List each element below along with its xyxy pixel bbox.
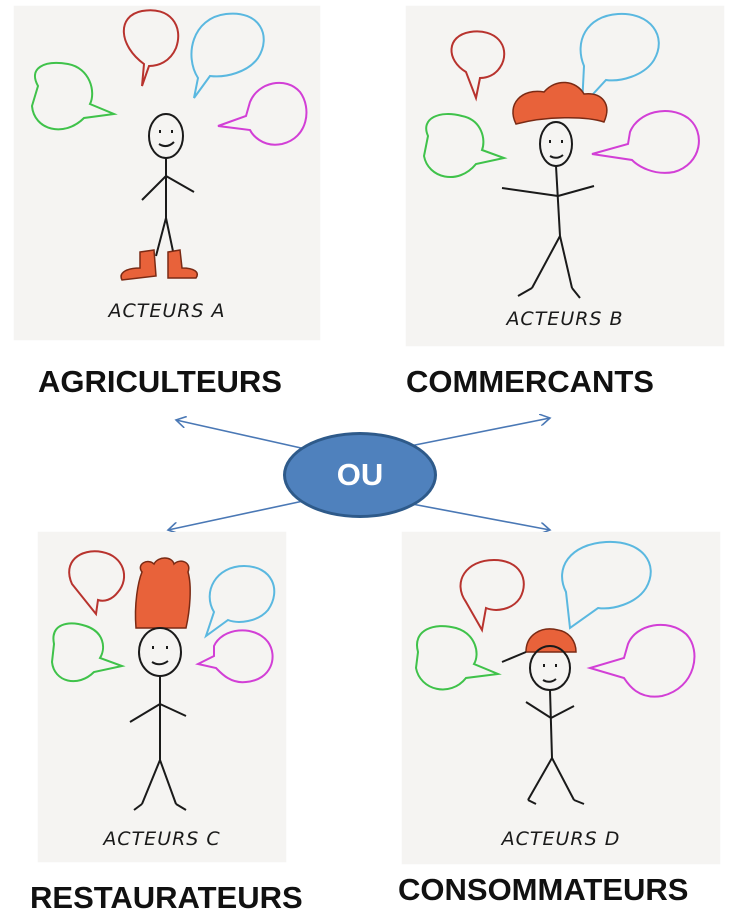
speech-bubble-magenta xyxy=(591,109,700,174)
speech-bubble-blue xyxy=(579,12,660,109)
speech-bubble-magenta xyxy=(217,82,308,146)
card-caption: ACTEURS C xyxy=(103,828,221,850)
speech-bubble-green xyxy=(50,622,126,682)
speech-bubble-green xyxy=(414,625,502,691)
actor-card-c: ACTEURS C xyxy=(38,532,286,862)
cowboy-hat xyxy=(512,81,608,125)
face xyxy=(158,130,175,148)
card-caption: ACTEURS A xyxy=(108,300,226,322)
arrow-to-consommateurs xyxy=(411,503,550,530)
body xyxy=(141,158,195,257)
role-label-agriculteurs: AGRICULTEURS xyxy=(38,364,282,399)
card-caption: ACTEURS D xyxy=(501,828,621,850)
speech-bubble-red xyxy=(122,9,180,87)
merchant-drawing xyxy=(422,12,700,299)
cap xyxy=(525,628,577,653)
face xyxy=(549,140,564,159)
arrow-to-agriculteurs xyxy=(176,420,311,451)
speech-bubble-blue xyxy=(561,540,652,630)
speech-bubble-red xyxy=(68,550,126,617)
actor-card-b: ACTEURS B xyxy=(406,6,724,346)
actor-card-a: ACTEURS A xyxy=(14,6,320,340)
speech-bubble-red xyxy=(459,558,525,633)
role-label-consommateurs: CONSOMMATEURS xyxy=(398,872,689,907)
hub-ou: OU xyxy=(283,432,437,518)
role-label-commercants: COMMERCANTS xyxy=(406,364,654,399)
cap-brim xyxy=(501,651,527,663)
face xyxy=(542,664,557,683)
body xyxy=(129,676,187,811)
consumer-drawing xyxy=(414,540,696,805)
speech-bubble-green xyxy=(30,62,118,131)
body xyxy=(501,165,595,299)
face xyxy=(151,646,169,666)
arrow-to-restaurateurs xyxy=(168,499,309,530)
hub-label: OU xyxy=(336,457,384,492)
farmer-drawing xyxy=(30,9,308,281)
body xyxy=(525,689,585,805)
role-label-restaurateurs: RESTAURATEURS xyxy=(30,880,303,915)
speech-bubble-blue xyxy=(190,12,265,99)
speech-bubble-blue xyxy=(204,564,276,639)
head xyxy=(148,113,184,159)
head xyxy=(138,627,182,677)
chef-hat xyxy=(134,557,191,629)
speech-bubble-green xyxy=(422,113,508,179)
boots xyxy=(120,249,198,281)
head xyxy=(539,121,573,167)
arrow-to-commercants xyxy=(409,418,550,447)
speech-bubble-magenta xyxy=(586,624,696,698)
card-caption: ACTEURS B xyxy=(506,308,624,330)
speech-bubble-magenta xyxy=(195,629,274,684)
speech-bubble-red xyxy=(450,30,506,102)
actor-card-d: ACTEURS D xyxy=(402,532,720,864)
chef-drawing xyxy=(50,550,276,811)
